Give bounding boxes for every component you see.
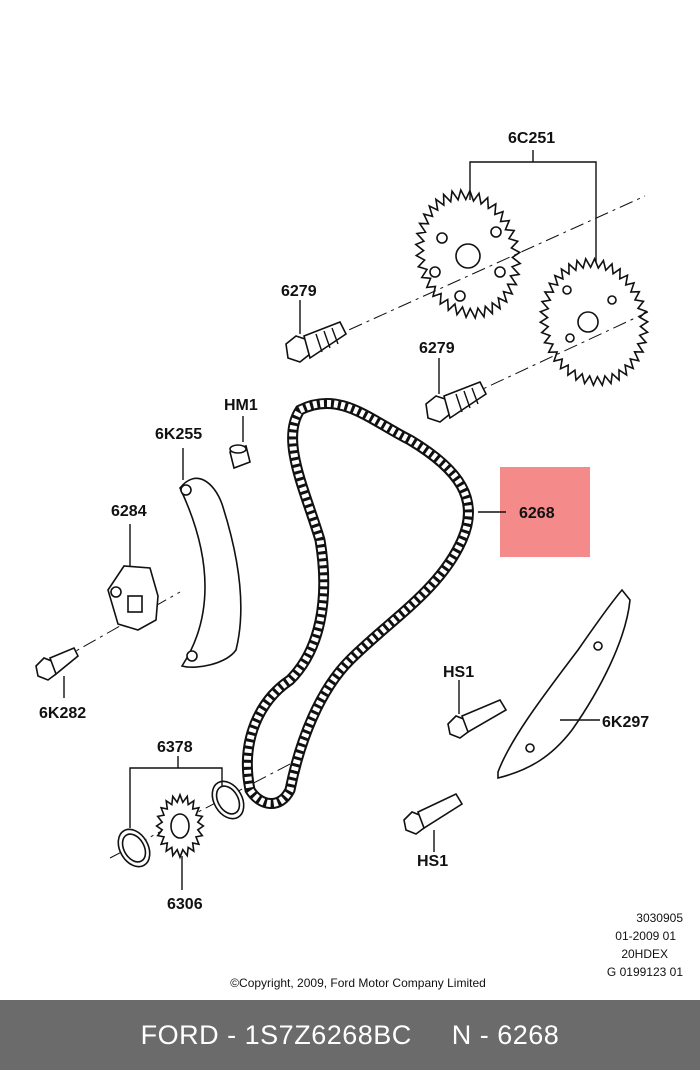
bolt-hs1-upper [447,698,508,739]
chain-guide-6k255 [179,477,242,668]
timing-chain [241,397,474,809]
label-6279-upper: 6279 [281,283,317,300]
copyright-text: ©Copyright, 2009, Ford Motor Company Lim… [230,976,486,990]
label-6284: 6284 [111,503,147,520]
axis-line [299,195,646,353]
part-number-footer: FORD - 1S7Z6268BC N - 6268 [0,1000,700,1070]
exploded-parts-diagram: 6C251 6279 6279 HM1 6K255 6284 6268 6K28… [35,130,683,990]
meta-line-4: G 0199123 01 [607,965,683,979]
label-6k255: 6K255 [155,426,202,443]
bolt-6k282 [35,646,80,681]
camshaft-sprocket-front [538,256,650,388]
label-6279-lower: 6279 [419,340,455,357]
label-hm1: HM1 [224,397,258,414]
bolt-hs1-lower [403,792,464,835]
bolt-6279-lower [425,380,488,423]
label-hs1-upper: HS1 [443,664,474,681]
axis-line [59,591,181,661]
part-number-text: FORD - 1S7Z6268BC N - 6268 [140,1019,560,1050]
camshaft-sprocket-rear [414,187,522,321]
label-6k282: 6K282 [39,705,86,722]
meta-line-2: 01-2009 01 [615,929,676,943]
label-6306: 6306 [167,896,203,913]
crankshaft-sprocket-6306 [155,792,205,860]
meta-line-1: 3030905 [636,911,683,925]
bolt-6279-upper [285,320,348,363]
label-6378: 6378 [157,739,193,756]
chain-tensioner-6284 [107,565,159,631]
dowel-hm1 [229,444,251,470]
label-6k297: 6K297 [602,714,649,731]
label-hs1-lower: HS1 [417,853,448,870]
chain-guide-6k297 [497,588,631,780]
washer-bracket [129,767,223,828]
label-6c251: 6C251 [508,130,555,147]
label-6268: 6268 [519,505,555,522]
chain-label-highlight [500,467,590,557]
meta-line-3: 20HDEX [621,947,668,961]
